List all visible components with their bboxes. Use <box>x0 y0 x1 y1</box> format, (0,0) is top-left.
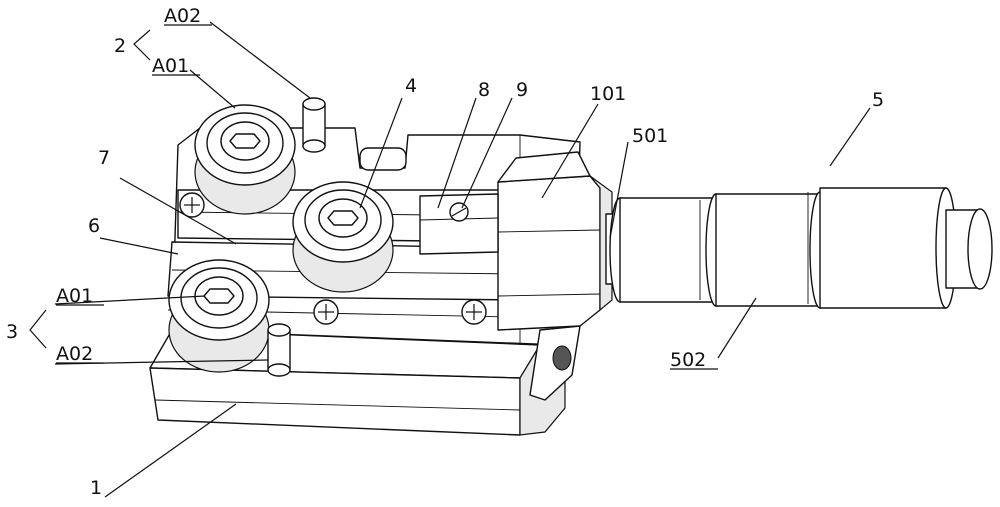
roller-top-a01 <box>194 104 296 215</box>
screw-right <box>461 299 487 325</box>
label-a01-top: A01 <box>152 55 189 77</box>
label-6: 6 <box>88 215 100 237</box>
label-3: 3 <box>6 321 18 343</box>
label-7: 7 <box>98 147 110 169</box>
label-8: 8 <box>478 79 490 101</box>
label-a02-top: A02 <box>164 5 201 27</box>
label-502: 502 <box>670 349 706 371</box>
label-2: 2 <box>114 35 126 57</box>
roller-middle-4 <box>292 181 394 293</box>
sliding-block-101 <box>497 151 613 401</box>
pin-top-a02 <box>302 97 326 153</box>
clamp-block-8 <box>419 193 499 255</box>
screw-left <box>179 192 205 218</box>
callout-labels: A02 2 A01 4 8 9 101 5 501 7 6 A01 3 A02 … <box>6 5 884 499</box>
micrometer-5 <box>605 187 993 309</box>
label-1: 1 <box>90 477 102 499</box>
pin-bottom-a02 <box>267 323 291 377</box>
label-a02-bottom: A02 <box>56 343 93 365</box>
label-4: 4 <box>405 75 417 97</box>
label-9: 9 <box>516 79 528 101</box>
label-101: 101 <box>590 83 626 105</box>
roller-bottom-a01 <box>168 259 270 373</box>
label-a01-bottom: A01 <box>56 285 93 307</box>
label-5: 5 <box>872 89 884 111</box>
label-501: 501 <box>632 125 668 147</box>
screw-middle <box>313 299 339 325</box>
